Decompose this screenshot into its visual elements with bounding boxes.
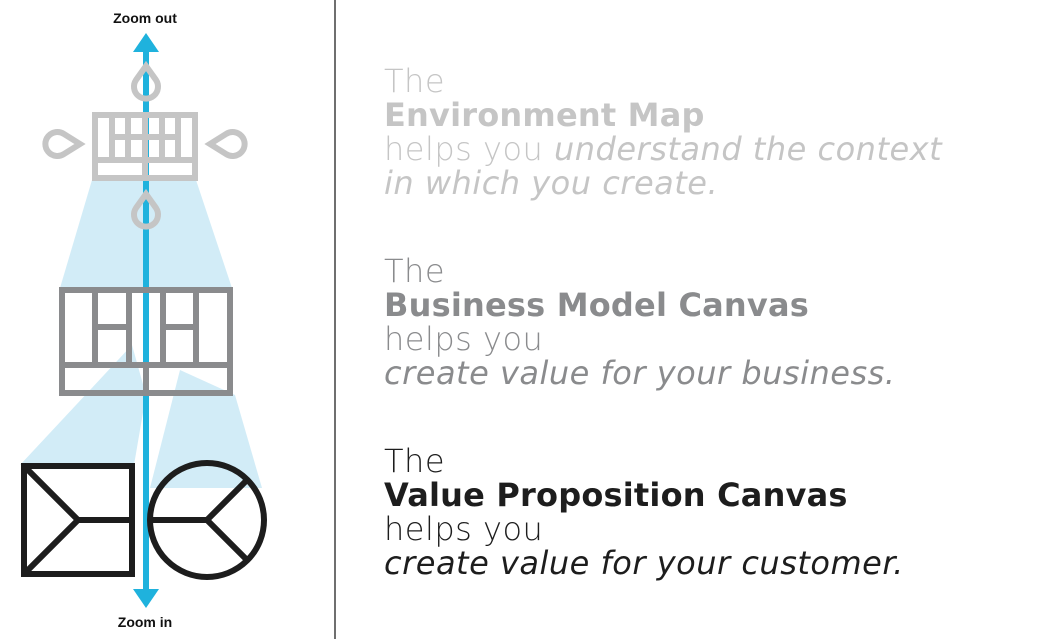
environment-map-title: Environment Map (384, 96, 705, 134)
environment-map-helps: helps you (384, 130, 544, 168)
zoom-diagram-graphic (20, 33, 267, 608)
zoom-in-arrowhead (133, 589, 159, 608)
business-model-canvas-lead: The (384, 252, 446, 290)
business-model-canvas-title: Business Model Canvas (384, 286, 810, 324)
zoom-out-label: Zoom out (113, 10, 177, 26)
zoom-in-label: Zoom in (117, 614, 173, 630)
customer-profile-icon (147, 460, 267, 580)
business-model-canvas-helps: helps you (384, 320, 544, 358)
environment-map-tail-line1: understand the context (553, 130, 943, 168)
environment-map-tail-line2: in which you create. (384, 164, 719, 202)
bmc-to-customer-profile-beam (150, 370, 262, 488)
value-proposition-canvas-lead: The (384, 442, 446, 480)
value-proposition-canvas-helps: helps you (384, 510, 544, 548)
bmc-to-value-map-beam (20, 345, 146, 465)
zoom-diagram: Zoom out Zoom in (0, 0, 336, 639)
value-map-icon (21, 463, 135, 577)
environment-force-drops (42, 60, 248, 230)
business-model-canvas-icon (59, 287, 233, 396)
value-proposition-canvas-description: The Value Proposition Canvas helps you c… (384, 444, 1034, 580)
business-model-canvas-description: The Business Model Canvas helps you crea… (384, 254, 1034, 390)
value-proposition-canvas-title: Value Proposition Canvas (384, 476, 848, 514)
environment-map-description: The Environment Map helps you understand… (384, 64, 1034, 200)
vertical-divider (334, 0, 336, 639)
zoom-out-arrowhead (133, 33, 159, 52)
business-model-canvas-tail: create value for your business. (384, 354, 896, 392)
value-proposition-canvas-tail: create value for your customer. (384, 544, 904, 582)
environment-map-icon (92, 112, 198, 181)
environment-map-helps-line: helps you understand the context (384, 132, 1034, 166)
environment-map-lead: The (384, 62, 446, 100)
